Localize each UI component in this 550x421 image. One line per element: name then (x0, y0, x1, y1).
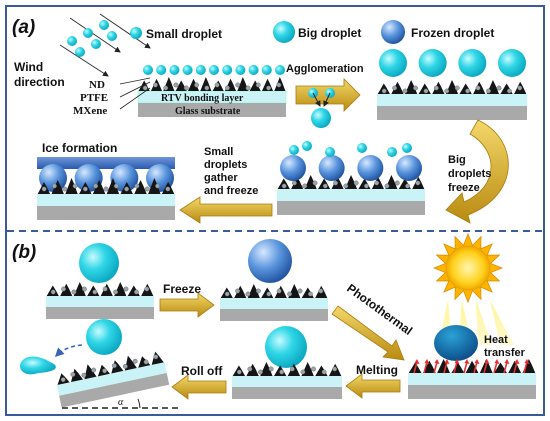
small-droplets-line1: Small (204, 146, 233, 158)
big-droplets-freeze-arrow (445, 119, 509, 224)
melting-label: Melting (356, 363, 398, 377)
heat-transfer-line1: Heat (484, 334, 508, 346)
glass-substrate-label: Glass substrate (175, 106, 241, 117)
small-droplets-freeze-arrow (179, 196, 273, 224)
agglomeration-droplets (308, 88, 335, 128)
sun-icon (432, 232, 504, 304)
heat-transfer-arrows (413, 359, 530, 374)
small-droplets-line2: droplets (204, 159, 247, 171)
roll-off-arrow (171, 374, 227, 400)
melting-arrow (345, 373, 401, 399)
wind-label-line2: direction (14, 75, 65, 89)
ice-formation-label: Ice formation (42, 141, 117, 155)
freeze-label: Freeze (163, 282, 201, 296)
big-droplets-freeze-line3: freeze (448, 182, 480, 194)
heat-transfer-line2: transfer (484, 347, 526, 359)
substrate-a2 (377, 49, 527, 120)
small-droplets-line4: and freeze (204, 185, 258, 197)
wind-droplets (59, 13, 151, 77)
panel-a-label: (a) (12, 17, 35, 38)
big-droplets-freeze-line2: droplets (448, 168, 491, 180)
mxene-label: MXene (73, 105, 107, 117)
legend-small-droplet: Small droplet (146, 27, 222, 41)
roll-off-label: Roll off (181, 364, 223, 378)
wind-label-line1: Wind (14, 60, 43, 74)
substrate-b5 (56, 351, 178, 409)
ice-layer (37, 157, 175, 169)
ptfe-label: PTFE (80, 92, 108, 104)
tilt-angle-label: α (118, 397, 124, 408)
photothermal-arrow (331, 305, 405, 361)
small-droplets-line3: gather (204, 172, 238, 184)
substrate-b4 (232, 326, 342, 399)
substrate-a3 (277, 141, 425, 215)
layer-callouts (119, 77, 151, 110)
panel-b-label: (b) (12, 242, 36, 263)
agglomeration-label: Agglomeration (286, 63, 364, 75)
rolling-droplet (19, 319, 122, 375)
substrate-b3 (408, 325, 536, 399)
substrate-b2 (220, 239, 328, 321)
substrate-a4 (37, 157, 175, 220)
legend-big-droplet-icon (273, 21, 295, 43)
substrate-b1 (46, 243, 154, 319)
legend-big-droplet: Big droplet (298, 26, 361, 40)
freeze-arrow (159, 292, 215, 318)
substrate-a1 (137, 65, 287, 117)
legend-frozen-droplet-icon (381, 20, 405, 44)
legend: Small droplet Big droplet Frozen droplet (130, 20, 494, 44)
big-droplets-freeze-line1: Big (448, 154, 466, 166)
legend-small-droplet-icon (130, 27, 142, 39)
nd-label: ND (89, 79, 105, 91)
rtv-layer-label: RTV bonding layer (161, 93, 244, 104)
legend-frozen-droplet: Frozen droplet (411, 26, 494, 40)
